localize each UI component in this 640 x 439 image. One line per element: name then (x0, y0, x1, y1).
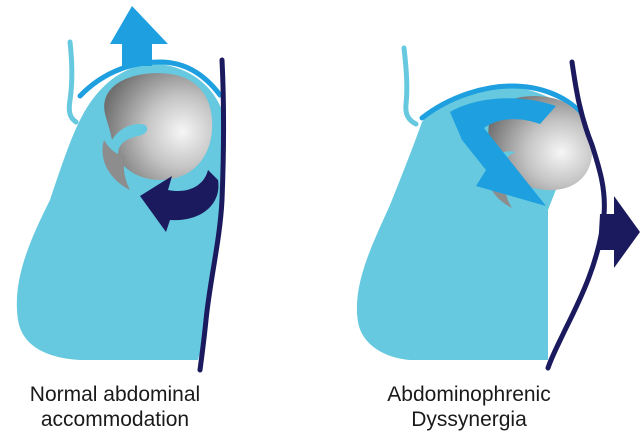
caption-dyssynergia: Abdominophrenic Dyssynergia (349, 382, 589, 432)
caption-dyssynergia-line-2: Dyssynergia (349, 407, 589, 432)
caption-dyssynergia-line-1: Abdominophrenic (349, 382, 589, 407)
caption-normal-line-2: accommodation (0, 407, 235, 432)
caption-normal-line-1: Normal abdominal (0, 382, 235, 407)
back-line-2 (404, 48, 416, 124)
panel-dyssynergia (357, 48, 640, 368)
back-line (69, 42, 76, 122)
diaphragm-up-arrow (110, 6, 168, 66)
caption-normal: Normal abdominal accommodation (0, 382, 235, 432)
panel-normal (17, 6, 224, 370)
